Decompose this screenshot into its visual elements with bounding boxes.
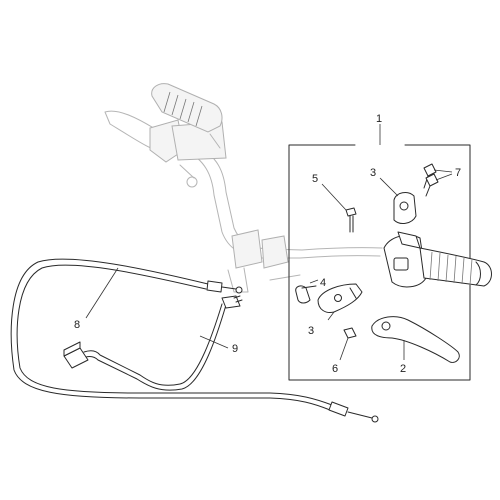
leader-9 (199, 335, 229, 349)
handlebar-ghost (104, 83, 383, 293)
part-7-screws (423, 163, 453, 197)
part-4-pin (295, 279, 319, 304)
kit-frame-1 (288, 124, 471, 381)
label-6: 6 (332, 363, 338, 375)
label-3-lower: 3 (308, 325, 314, 337)
part-3-upper-clamp (379, 177, 417, 224)
label-2: 2 (400, 363, 406, 375)
part-5-bolt (321, 183, 357, 233)
right-grip-assembly (383, 231, 492, 288)
part-6-nut (339, 327, 357, 361)
label-4: 4 (320, 277, 326, 289)
label-3-upper: 3 (370, 167, 376, 179)
switch-harness-9 (63, 295, 243, 391)
leader-8 (85, 267, 119, 319)
label-9: 9 (232, 343, 238, 355)
label-8: 8 (74, 319, 80, 331)
part-2-clutch-lever (371, 316, 460, 363)
label-7: 7 (455, 167, 461, 179)
label-5: 5 (312, 173, 318, 185)
part-3-lever-bracket (317, 283, 363, 321)
clutch-cable-8 (10, 258, 379, 423)
label-1: 1 (376, 113, 382, 125)
